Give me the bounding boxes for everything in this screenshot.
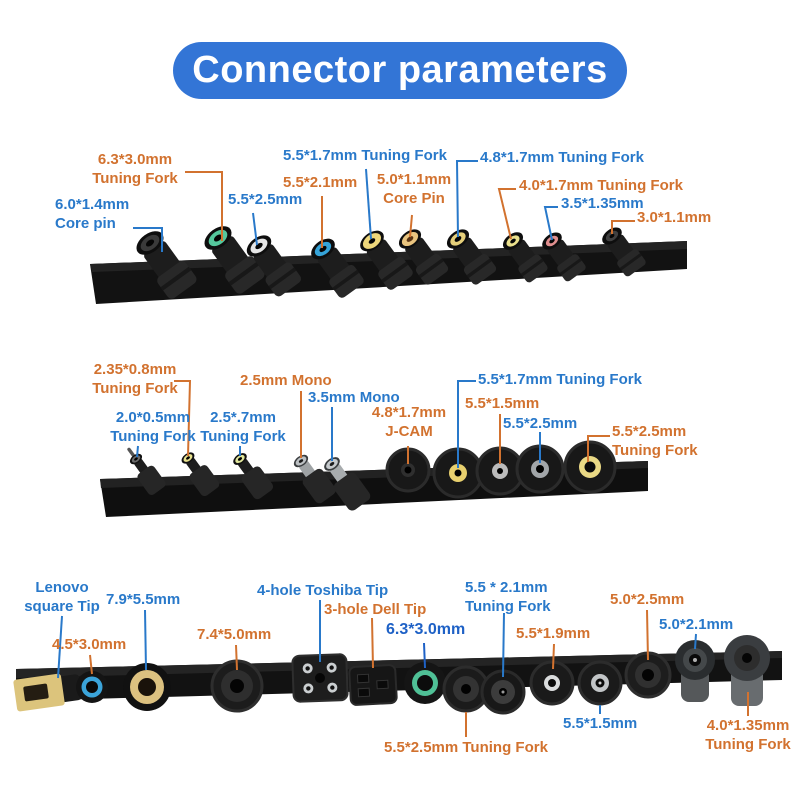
tip-4-0-1-35mm-tuning-fork <box>724 635 770 706</box>
tip-5-5-2-1mm-tf-bottom <box>480 669 526 715</box>
label-3-5-1-35mm: 3.5*1.35mm <box>561 195 644 212</box>
label-4-0-1-7mm-tuning-fork: 4.0*1.7mm Tuning Fork <box>519 177 683 194</box>
label-5-5-2-1mm: 5.5*2.1mm <box>283 174 358 191</box>
leader-r3-6-3-3-0 <box>423 642 426 669</box>
label-5-5-2-5mm-tuning-fork-bottom: 5.5*2.5mm Tuning Fork <box>384 739 548 756</box>
tip-5-5-2-5mm-tuning-fork-disc <box>563 440 617 494</box>
tip-5-5-2-1mm <box>311 238 364 298</box>
bottom-strip-bar-highlight <box>16 651 782 678</box>
tip-7-9-5-5mm <box>123 663 171 711</box>
leader-r1-5-5-2-5 <box>252 212 258 246</box>
leader-r1-4-8-1-7 <box>455 160 478 238</box>
leader-r1-3-0-1-1 <box>611 220 635 234</box>
leader-r3-lenovo <box>57 615 63 679</box>
tip-5-5-2-5mm-disc <box>515 444 565 494</box>
leader-r3-dell <box>371 617 374 669</box>
tip-6-0-1-4mm-core-pin <box>136 231 197 299</box>
tip-4-8-1-7mm-j-cam <box>385 447 431 493</box>
label-5-5-1-7mm-tuning-fork-mid: 5.5*1.7mm Tuning Fork <box>478 371 642 388</box>
label-2-5-0-7mm-tuning-fork: 2.5*.7mm Tuning Fork <box>200 409 286 445</box>
label-7-9-5-5mm: 7.9*5.5mm <box>106 591 181 608</box>
label-5-5-1-9mm: 5.5*1.9mm <box>516 625 591 642</box>
tip-lenovo-square <box>13 673 82 712</box>
label-5-0-2-1mm: 5.0*2.1mm <box>659 616 734 633</box>
tip-7-4-5-0mm <box>210 659 264 713</box>
tip-5-0-1-1mm-core-pin <box>398 229 449 285</box>
tip-5-5-1-5mm-bottom <box>577 660 623 706</box>
leader-r3-4-5-3-0 <box>89 654 93 675</box>
leader-r3-5-5-1-9 <box>552 643 555 670</box>
label-4-5-3-0mm: 4.5*3.0mm <box>52 636 127 653</box>
label-lenovo-square-tip: Lenovo square Tip <box>24 579 100 615</box>
tip-4-8-1-7mm-tuning-fork <box>446 229 497 285</box>
label-3-hole-dell-tip: 3-hole Dell Tip <box>324 601 427 618</box>
leader-r1-6-3-3-0 <box>185 171 223 241</box>
leader-r2-5-5-1-7 <box>457 380 476 468</box>
label-5-5-1-5mm-bottom: 5.5*1.5mm <box>563 715 638 732</box>
tip-2-5-0-7mm-tuning-fork <box>233 453 274 500</box>
tip-3-0-1-1mm <box>602 227 646 277</box>
tip-5-5-1-9mm <box>529 660 575 706</box>
tip-6-3-3-0mm-bottom <box>404 662 446 704</box>
label-5-5-2-5mm: 5.5*2.5mm <box>228 191 303 208</box>
label-4-8-1-7mm-j-cam: 4.8*1.7mm J-CAM <box>371 404 447 440</box>
label-7-4-5-0mm: 7.4*5.0mm <box>197 626 272 643</box>
leader-r3-7-9-5-5 <box>144 609 147 671</box>
label-5-0-2-5mm: 5.0*2.5mm <box>610 591 685 608</box>
leader-r1-3-5-1-35 <box>543 206 558 241</box>
label-2-0-0-5mm-tuning-fork: 2.0*0.5mm Tuning Fork <box>110 409 196 445</box>
tip-4-0-1-7mm-tuning-fork <box>502 232 548 283</box>
label-5-0-1-1mm-core-pin: 5.0*1.1mm Core Pin <box>376 171 452 207</box>
label-4-0-1-35mm-tuning-fork: 4.0*1.35mm Tuning Fork <box>705 717 791 753</box>
label-2-5mm-mono: 2.5mm Mono <box>240 372 332 389</box>
leader-r3-7-4-5-0 <box>235 644 238 671</box>
middle-strip <box>100 440 648 517</box>
tip-5-5-1-7mm-tuning-fork <box>360 230 413 290</box>
tip-5-0-2-1mm <box>675 640 715 702</box>
leader-r1-5-0-1-1 <box>409 214 413 238</box>
top-strip <box>90 226 687 304</box>
label-5-5-2-5mm-mid: 5.5*2.5mm <box>503 415 578 432</box>
label-5-5-2-5mm-tuning-fork-mid: 5.5*2.5mm Tuning Fork <box>612 423 698 459</box>
leader-r2-5-5-2-5-tf <box>587 435 610 462</box>
leader-r1-6-0-1-4 <box>133 227 163 252</box>
tip-3-5mm-mono <box>324 457 371 511</box>
tip-4-hole-toshiba <box>291 653 349 703</box>
label-6-3-3-0mm-tuning-fork: 6.3*3.0mm Tuning Fork <box>92 151 178 187</box>
tip-2-0-0-5mm-tuning-fork <box>127 447 166 495</box>
leader-r2-2-0-0-5 <box>136 445 139 458</box>
tip-2-35-0-8mm-tuning-fork <box>181 452 220 497</box>
leader-r3-5-5-2-1-tf <box>502 612 505 678</box>
leader-r3-5-0-2-5 <box>646 609 649 661</box>
tip-3-hole-dell <box>348 664 398 706</box>
label-3-5mm-mono: 3.5mm Mono <box>308 389 400 406</box>
leader-r3-5-0-2-1 <box>694 633 697 650</box>
tip-4-5-3-0mm <box>76 671 108 703</box>
leader-r1-4-0-1-7 <box>497 188 516 240</box>
label-4-hole-toshiba-tip: 4-hole Toshiba Tip <box>257 582 389 599</box>
leader-lines <box>57 160 749 737</box>
tip-2-5mm-mono <box>293 454 336 504</box>
tip-5-0-2-5mm <box>624 651 672 699</box>
label-2-35-0-8mm-tuning-fork: 2.35*0.8mm Tuning Fork <box>92 361 178 397</box>
label-6-3-3-0mm-bottom: 6.3*3.0mm <box>386 621 466 638</box>
title-banner: Connector parameters <box>173 42 627 99</box>
label-3-0-1-1mm: 3.0*1.1mm <box>637 209 712 226</box>
bottom-strip <box>13 635 782 715</box>
label-5-5-2-1mm-tuning-fork-bottom: 5.5 * 2.1mm Tuning Fork <box>465 579 551 615</box>
tip-3-5-1-35mm <box>542 232 586 282</box>
tip-6-3-3-0mm-tuning-fork <box>204 226 265 294</box>
page-title: Connector parameters <box>192 49 608 91</box>
label-4-8-1-7mm-tuning-fork: 4.8*1.7mm Tuning Fork <box>480 149 644 166</box>
tip-5-5-2-5mm <box>246 235 302 297</box>
leader-r1-5-5-1-7 <box>365 168 372 240</box>
label-5-5-1-7mm-tuning-fork: 5.5*1.7mm Tuning Fork <box>283 147 447 164</box>
tip-5-5-2-5mm-tf-bottom <box>442 665 490 713</box>
label-5-5-1-5mm-mid: 5.5*1.5mm <box>465 395 540 412</box>
leader-r2-2-35-0-8 <box>174 380 192 457</box>
label-6-0-1-4mm-core-pin: 6.0*1.4mm Core pin <box>55 196 130 232</box>
